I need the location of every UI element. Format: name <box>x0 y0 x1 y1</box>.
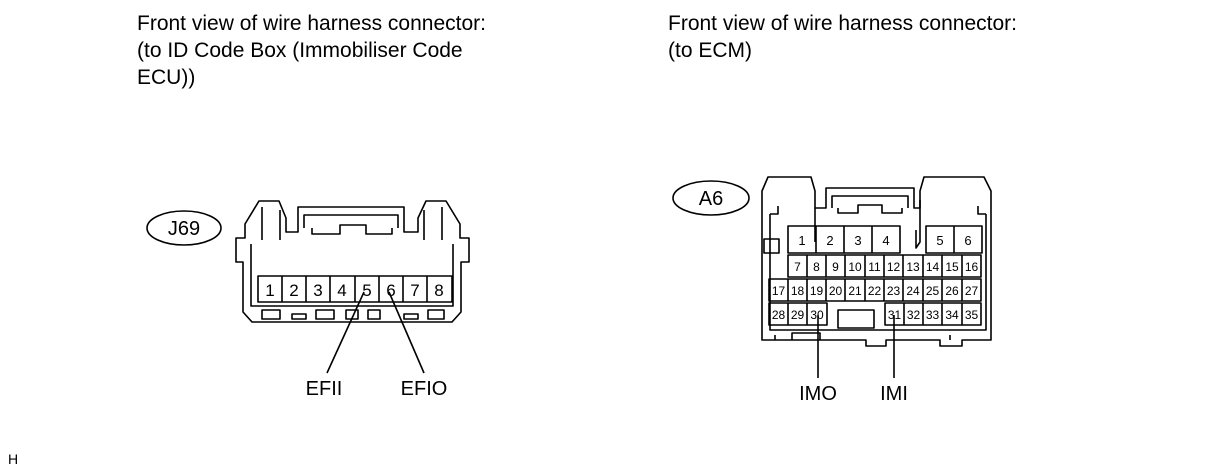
a6-pin-30: 30 <box>810 308 824 322</box>
a6-pin-34: 34 <box>945 308 959 322</box>
a6-pin-6: 6 <box>964 233 971 248</box>
a6-pin-23: 23 <box>887 284 901 298</box>
j69-label-outline <box>146 210 222 246</box>
a6-pin-2: 2 <box>826 233 833 248</box>
a6-pin-18: 18 <box>791 284 805 298</box>
j69-pin-7: 7 <box>410 281 419 300</box>
a6-pin-26: 26 <box>945 284 959 298</box>
efio-leader-line <box>388 291 425 374</box>
a6-label-outline <box>672 180 750 216</box>
a6-pin-28: 28 <box>772 308 786 322</box>
a6-pin-10: 10 <box>848 260 862 274</box>
a6-pin-9: 9 <box>832 260 839 274</box>
a6-pin-20: 20 <box>829 284 843 298</box>
j69-pin-1: 1 <box>265 281 274 300</box>
a6-pin-5: 5 <box>936 233 943 248</box>
a6-pin-4: 4 <box>882 233 889 248</box>
a6-pin-35: 35 <box>965 308 979 322</box>
a6-pin-12: 12 <box>887 260 901 274</box>
j69-pin-5: 5 <box>362 281 371 300</box>
a6-pin-32: 32 <box>907 308 921 322</box>
efii-label: EFII <box>306 378 343 400</box>
right-connector-title: Front view of wire harness connector: (t… <box>668 12 1017 62</box>
j69-pin-grid <box>257 275 453 303</box>
a6-pin-16: 16 <box>965 260 979 274</box>
a6-pin-22: 22 <box>868 284 882 298</box>
a6-pin-1: 1 <box>798 233 805 248</box>
a6-connector-housing <box>761 176 992 347</box>
a6-pin-3: 3 <box>854 233 861 248</box>
a6-pin-15: 15 <box>945 260 959 274</box>
a6-pin-27: 27 <box>965 284 979 298</box>
j69-pin-2: 2 <box>289 281 298 300</box>
a6-pin-8: 8 <box>813 260 820 274</box>
left-connector-title: Front view of wire harness connector: (t… <box>137 12 486 89</box>
a6-connector-id: A6 <box>699 188 723 210</box>
a6-pin-17: 17 <box>772 284 786 298</box>
j69-pin-6: 6 <box>386 281 395 300</box>
a6-pin-11: 11 <box>868 260 881 274</box>
a6-pin-25: 25 <box>926 284 940 298</box>
a6-pin-31: 31 <box>888 308 902 322</box>
efio-label: EFIO <box>401 378 448 400</box>
a6-pin-21: 21 <box>848 284 862 298</box>
imi-label: IMI <box>880 383 908 405</box>
a6-pin-14: 14 <box>926 260 940 274</box>
a6-pin-29: 29 <box>791 308 805 322</box>
a6-pin-13: 13 <box>906 260 920 274</box>
j69-pin-8: 8 <box>434 281 443 300</box>
a6-pin-grid <box>768 225 983 326</box>
imo-label: IMO <box>799 383 837 405</box>
j69-pin-4: 4 <box>337 281 346 300</box>
figure-code: H <box>8 451 19 467</box>
a6-pin-19: 19 <box>810 284 824 298</box>
j69-connector-id: J69 <box>168 218 200 240</box>
efii-leader-line <box>326 291 365 374</box>
a6-pin-33: 33 <box>926 308 940 322</box>
j69-connector-housing <box>235 200 470 323</box>
a6-pin-24: 24 <box>906 284 920 298</box>
a6-pin-7: 7 <box>794 260 801 274</box>
j69-pin-3: 3 <box>313 281 322 300</box>
